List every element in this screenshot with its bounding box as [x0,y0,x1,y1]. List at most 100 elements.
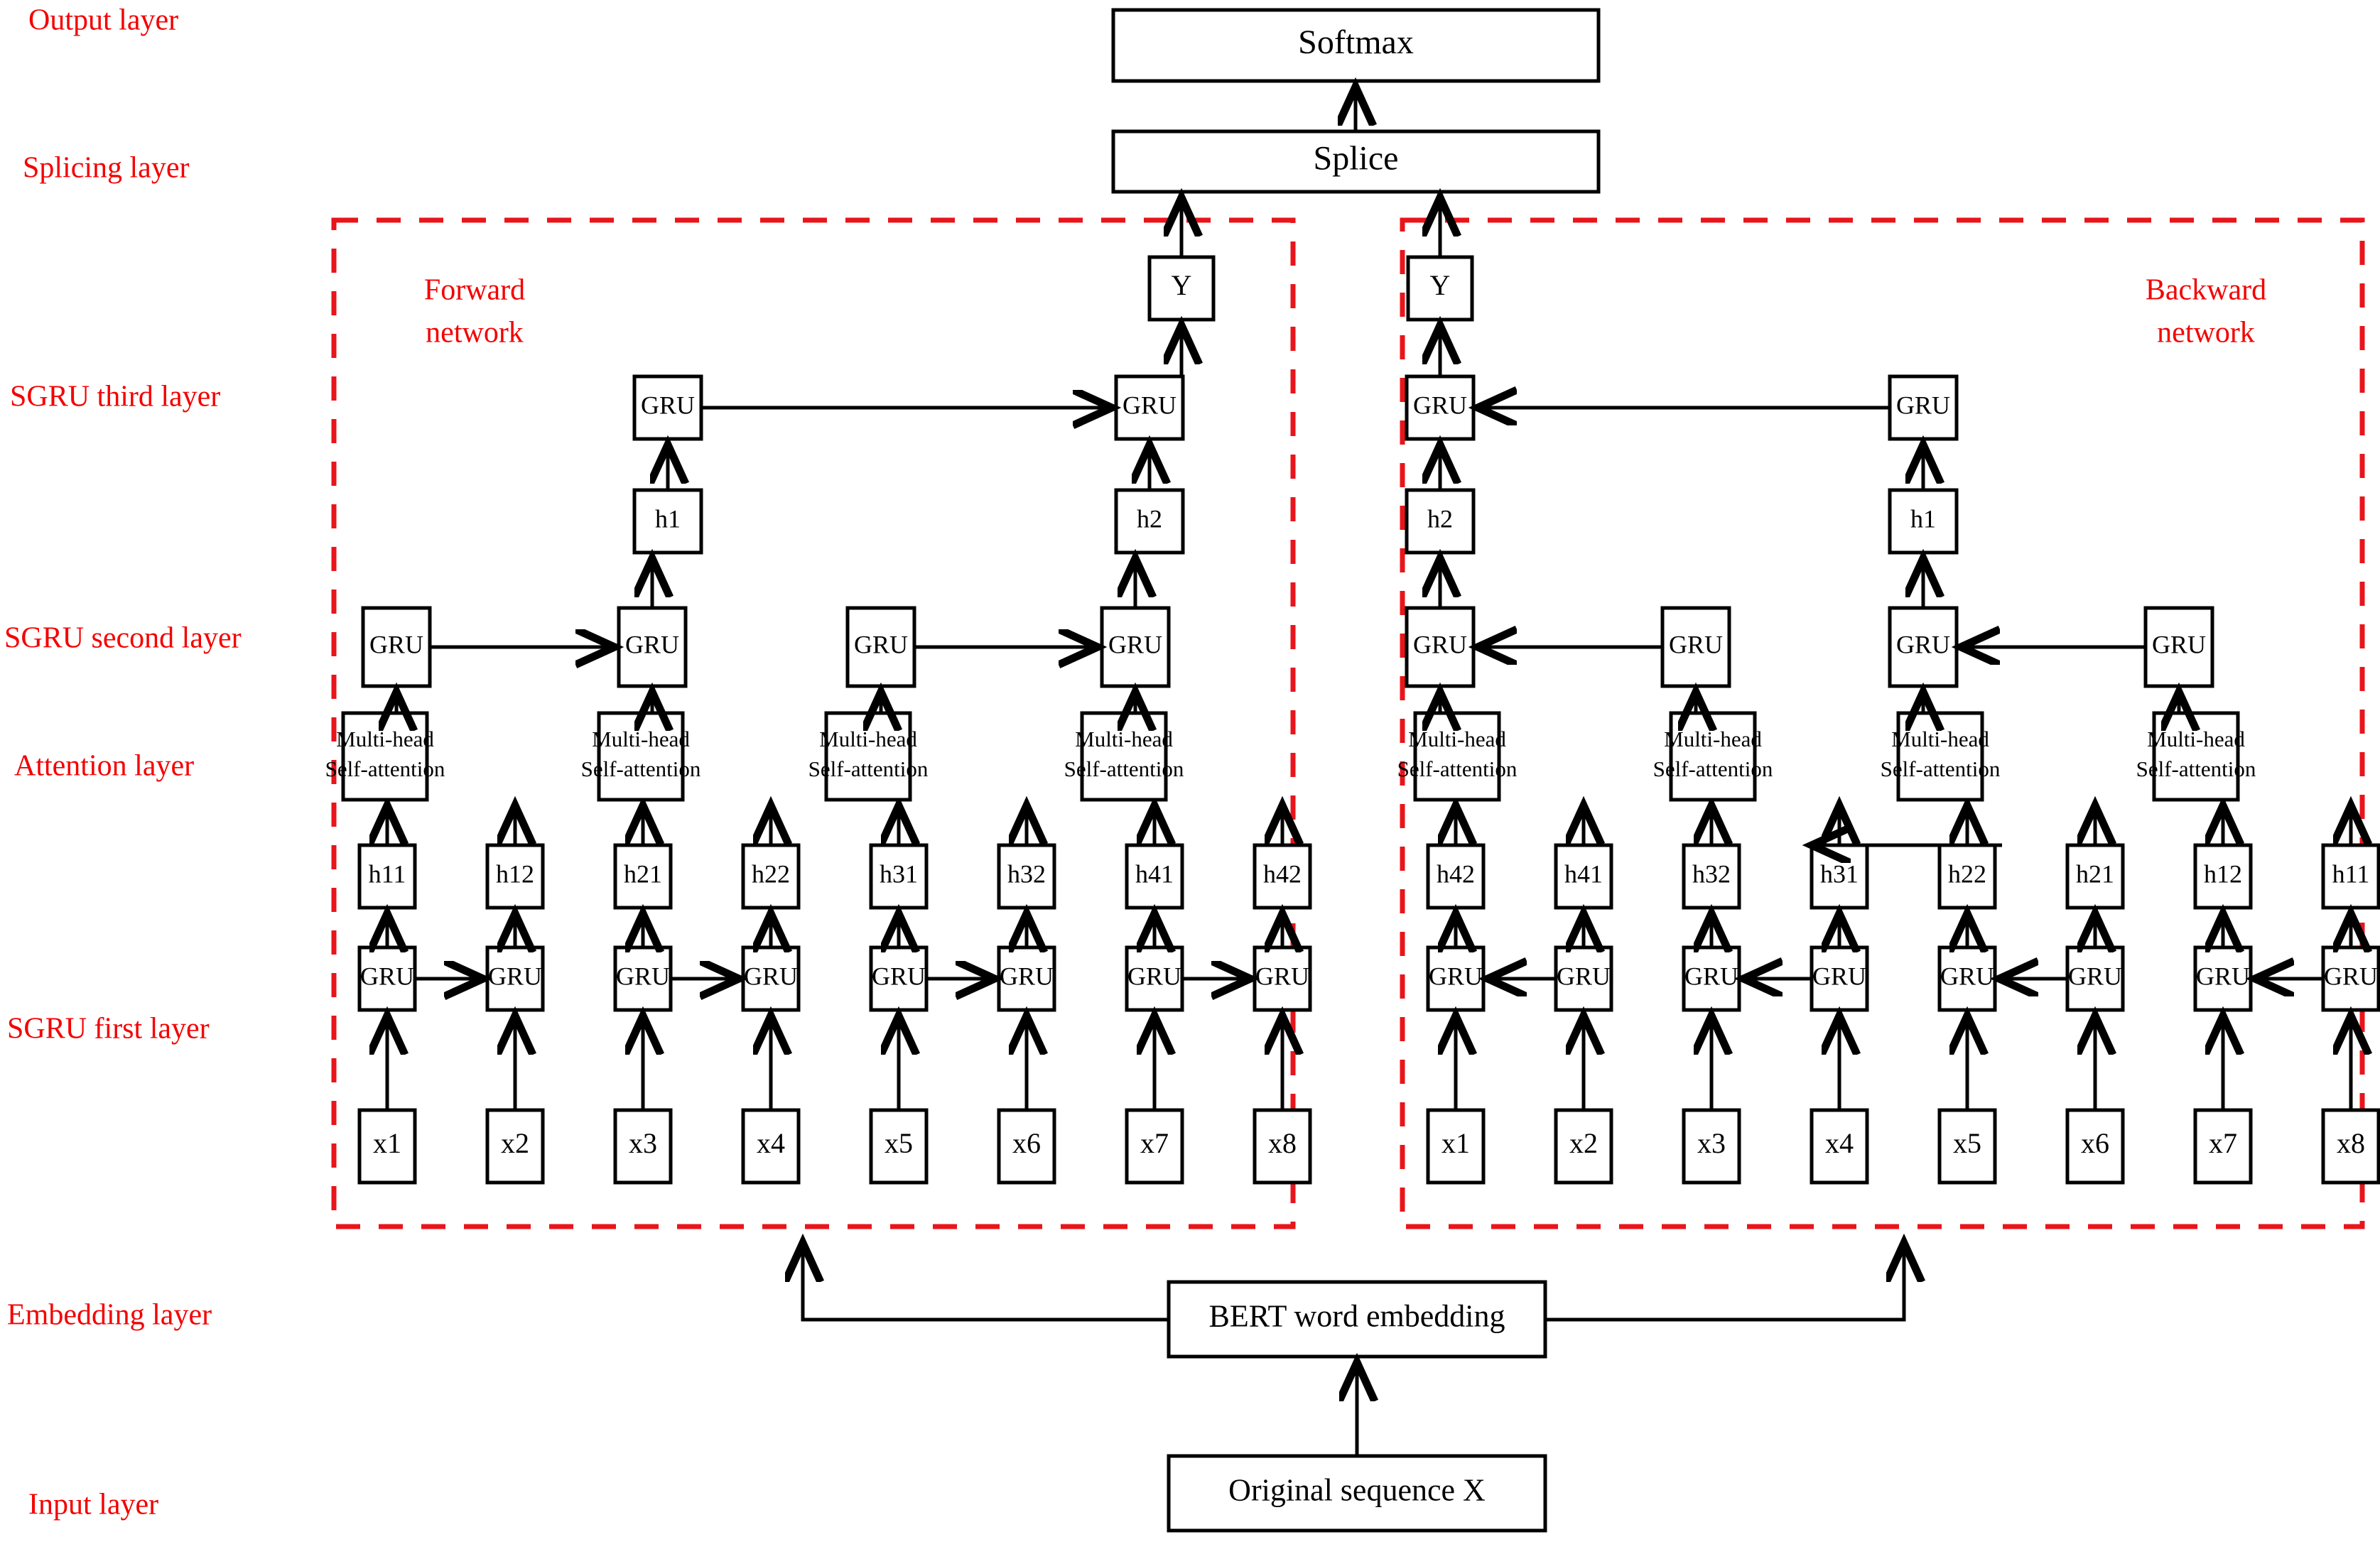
forward-gru3-right-box [1114,374,1185,441]
softmax-box-text: Softmax [1298,23,1414,61]
forward-h-box-1-text: h12 [496,859,534,888]
backward-h-box-7 [2321,843,2380,910]
forward-h-box-3-text: h22 [752,859,790,888]
layer-label-sgru-first: SGRU first layer [7,1013,210,1045]
layer-label-splicing: Splicing layer [23,152,189,185]
backward-attention-box-3-text: Self-attention [2136,756,2256,781]
forward-gru1-box-7-text: GRU [1255,962,1309,990]
forward-gru2-box-3-text: GRU [1108,630,1162,658]
bert-box-text: BERT word embedding [1209,1299,1505,1334]
bert-to-forward-arrow [803,1243,1169,1322]
forward-gru1-box-5-text: GRU [1000,962,1054,990]
backward-network-dashed-boundary [1400,217,2365,1229]
backward-h-box-0-text: h42 [1437,859,1475,888]
forward-network-label-line2: network [426,317,524,349]
forward-gru1-box-2 [613,945,673,1012]
forward-x-box-3-text: x4 [757,1127,785,1159]
forward-h-box-6 [1125,843,1184,910]
forward-gru1-box-0-text: GRU [360,962,414,990]
backward-x-box-6-text: x7 [2209,1127,2237,1159]
forward-gru1-box-6-text: GRU [1127,962,1181,990]
backward-gru2-box-1-text: GRU [1669,630,1723,658]
layer-label-attention: Attention layer [14,750,194,783]
backward-gru1-box-2 [1682,945,1741,1012]
backward-h-box-4 [1937,843,1997,910]
layer-label-sgru-second: SGRU second layer [4,622,242,655]
forward-attention-box-0-text: Self-attention [325,756,445,781]
backward-x-box-0-text: x1 [1441,1127,1470,1159]
forward-y-box [1147,255,1216,322]
backward-h-box-4-text: h22 [1948,859,1986,888]
backward-h3-left-box-text: h2 [1427,504,1453,533]
backward-x-box-6 [2193,1108,2253,1185]
backward-x-box-7 [2321,1108,2380,1185]
forward-h3-right-box-text: h2 [1137,504,1162,533]
backward-gru3-left-box-text: GRU [1413,391,1467,419]
forward-attention-box-0-text: Multi-head [336,727,434,751]
bert-to-backward-arrow [1545,1243,1904,1322]
backward-gru1-box-5-text: GRU [2068,962,2122,990]
forward-x-box-1-text: x2 [501,1127,529,1159]
backward-gru1-box-2-text: GRU [1684,962,1738,990]
forward-attention-box-2-text: Self-attention [808,756,929,781]
backward-gru1-box-1-text: GRU [1557,962,1611,990]
forward-x-box-7-text: x8 [1268,1127,1297,1159]
backward-x-box-3 [1810,1108,1869,1185]
forward-x-box-6 [1125,1108,1184,1185]
backward-gru1-box-3-text: GRU [1812,962,1866,990]
forward-attention-box-3-text: Multi-head [1075,727,1173,751]
forward-gru1-box-4 [869,945,929,1012]
forward-x-box-6-text: x7 [1140,1127,1169,1159]
forward-x-box-2 [613,1108,673,1185]
forward-h-box-7-text: h42 [1263,859,1302,888]
forward-gru1-box-1-text: GRU [488,962,542,990]
backward-h-box-5-text: h21 [2076,859,2114,888]
layer-label-embedding: Embedding layer [7,1299,212,1332]
backward-attention-box-3-text: Multi-head [2147,727,2245,751]
backward-gru3-right-box-text: GRU [1896,391,1950,419]
backward-network-label-line1: Backward [2146,274,2266,307]
forward-h-box-4 [869,843,929,910]
forward-h-box-6-text: h41 [1135,859,1174,888]
layer-label-input: Input layer [28,1489,158,1521]
input-box-text: Original sequence X [1228,1473,1486,1508]
backward-h-box-3-text: h31 [1820,859,1859,888]
backward-h-box-1-text: h41 [1564,859,1603,888]
forward-h-box-7 [1253,843,1312,910]
backward-x-box-2 [1682,1108,1741,1185]
input-box [1167,1454,1547,1533]
forward-gru1-box-3-text: GRU [744,962,798,990]
forward-h3-right-box [1114,488,1185,555]
backward-gru2-box-2-text: GRU [1896,630,1950,658]
backward-attention-box-0-text: Multi-head [1408,727,1506,751]
forward-attention-box-1-text: Multi-head [592,727,690,751]
forward-x-box-2-text: x3 [629,1127,657,1159]
forward-x-box-1 [485,1108,545,1185]
layer-label-output: Output layer [28,4,178,37]
forward-h3-left-box-text: h1 [655,504,681,533]
forward-x-box-4-text: x5 [885,1127,913,1159]
forward-attention-box-1-text: Self-attention [581,756,701,781]
forward-y-box-text: Y [1172,269,1192,301]
backward-gru2-box-0-text: GRU [1413,630,1467,658]
backward-gru1-box-0-text: GRU [1429,962,1483,990]
backward-h-box-6-text: h12 [2204,859,2242,888]
backward-x-box-4-text: x5 [1953,1127,1981,1159]
splice-box-text: Splice [1314,140,1399,178]
backward-h-box-7-text: h11 [2332,859,2370,888]
forward-network-label-line1: Forward [424,274,525,307]
backward-gru1-box-0 [1426,945,1486,1012]
backward-attention-box-2-text: Multi-head [1891,727,1989,751]
backward-x-box-1 [1554,1108,1613,1185]
forward-x-box-5 [997,1108,1056,1185]
forward-gru2-box-0-text: GRU [369,630,423,658]
backward-x-box-2-text: x3 [1697,1127,1726,1159]
backward-gru2-box-3-text: GRU [2152,630,2206,658]
forward-gru2-box-2-text: GRU [854,630,908,658]
forward-x-box-3 [741,1108,801,1185]
forward-x-box-0 [357,1108,417,1185]
backward-y-box-text: Y [1430,269,1451,301]
softmax-box [1111,8,1601,83]
